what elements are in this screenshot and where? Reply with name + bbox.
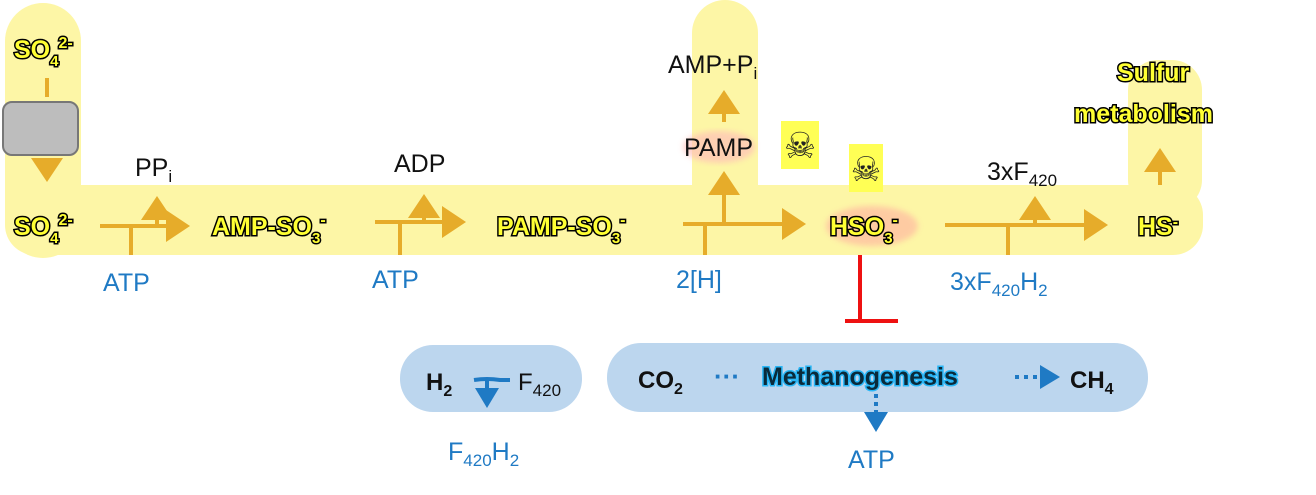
atp-methanogenesis-label: ATP <box>848 446 895 474</box>
hydrogenase-arrow <box>473 377 510 408</box>
methanogenesis-label: Methanogenesis <box>762 363 958 391</box>
inhibition-bar <box>845 255 898 323</box>
adp-label: ADP <box>394 150 445 178</box>
f420-substrate-label: F420 <box>518 369 561 400</box>
sulfate-inside: SO42- <box>14 212 73 247</box>
amp-pi-label: AMP+Pi <box>668 51 757 83</box>
h2-label: H2 <box>426 369 452 400</box>
transporter-box <box>2 101 79 156</box>
paps: PAMP-SO3- <box>497 212 626 247</box>
atp-label-1: ATP <box>103 269 150 297</box>
skull-crossbones-icon: ☠ <box>781 121 819 169</box>
f420-label: 3xF420 <box>987 158 1057 190</box>
atp-label-2: ATP <box>372 266 419 294</box>
sulfur-metabolism-line2: metabolism <box>1074 100 1213 128</box>
ch4-label: CH4 <box>1070 367 1114 398</box>
reducing-equivalents-label: 2[H] <box>676 266 722 294</box>
pathway-dots: ··· <box>714 361 740 391</box>
skull-crossbones-icon: ☠ <box>849 144 883 192</box>
sulfite: HSO3- <box>830 212 898 247</box>
sulfate-outside: SO42- <box>14 35 73 70</box>
reaction-arrows <box>31 78 1176 255</box>
f420h2-label: 3xF420H2 <box>950 268 1048 300</box>
co2-label: CO2 <box>638 367 683 398</box>
svg-text:☠: ☠ <box>784 126 816 167</box>
methanogenesis-pill <box>607 343 1148 412</box>
aps: AMP-SO3- <box>212 212 326 247</box>
f420h2-product-label: F420H2 <box>448 438 519 470</box>
pamp-label: PAMP <box>684 134 753 162</box>
ppi-label: PPi <box>135 154 172 186</box>
svg-text:☠: ☠ <box>851 150 881 190</box>
sulfur-metabolism-line1: Sulfur <box>1117 59 1189 87</box>
sulfide: HS- <box>1138 213 1178 241</box>
